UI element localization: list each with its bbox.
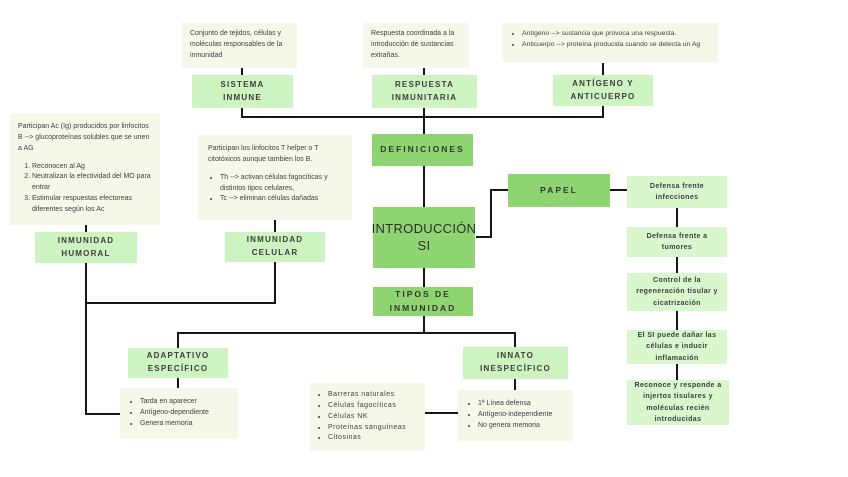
connector-line [490,189,508,191]
note-list: 1ª Línea defensa Antígeno-independiente … [466,399,565,432]
note-innato: 1ª Línea defensa Antígeno-independiente … [458,390,573,441]
connector-line [610,189,627,191]
connector-line [514,332,516,347]
note-list: Barreras naturales Células fagocíticas C… [316,390,419,444]
list-item: No genera memoria [478,421,565,432]
note-sistema-inmune: Conjunto de tejidos, células y moléculas… [182,23,297,68]
list-item: Th --> activan células fagocíticas y dis… [220,173,342,195]
note-inmunidad-celular: Participan los linfocitos T helper o T c… [198,135,352,220]
node-definiciones: DEFINICIONES [372,134,473,166]
note-list: Tarda en aparecer Antígeno-dependiente G… [128,397,230,430]
list-item: Proteínas sanguíneas [328,423,419,434]
node-sistema-inmune: SISTEMA INMUNE [192,75,293,108]
node-label: TIPOS DE INMUNIDAD [389,288,457,313]
connector-line [241,63,243,75]
node-label: INMUNIDAD HUMORAL [57,235,115,258]
connector-line [602,63,604,75]
list-item: Anticuerpo --> proteína producida cuando… [522,40,710,51]
note-list: Th --> activan células fagocíticas y dis… [208,173,342,206]
connector-line [274,262,276,304]
list-item: 1ª Línea defensa [478,399,565,410]
connector-line [274,220,276,232]
node-label: INNATO INESPECÍFICO [480,351,551,373]
note-innato-componentes: Barreras naturales Células fagocíticas C… [310,383,425,452]
node-adaptativo-especifico: ADAPTATIVO ESPECÍFICO [128,348,228,378]
connector-line [177,378,179,388]
note-text: Conjunto de tejidos, células y moléculas… [190,30,283,59]
note-adaptativo: Tarda en aparecer Antígeno-dependiente G… [120,388,238,439]
node-si-inflamacion: El SI puede dañar las células e inducir … [627,330,727,364]
node-label: DEFINICIONES [380,144,465,155]
connector-line [423,166,425,207]
node-defensa-tumores: Defensa frente a tumores [627,227,727,257]
connector-line [85,263,87,415]
note-text: Participan los linfocitos T helper o T c… [208,145,319,163]
connector-line [676,208,678,227]
connector-line [177,332,179,348]
list-item: Genera memoria [140,419,230,430]
node-inmunidad-humoral: INMUNIDAD HUMORAL [35,232,137,263]
node-respuesta-inmunitaria: RESPUESTA INMUNITARIA [372,75,477,108]
node-label: RESPUESTA INMUNITARIA [391,79,458,102]
node-label: El SI puede dañar las células e inducir … [637,332,717,362]
connector-line [85,413,120,415]
list-item: Estimular respuestas efectoreas diferent… [32,194,152,216]
connector-line [85,302,276,304]
node-label: Reconoce y responde a injertos tisulares… [634,382,722,423]
connector-line [425,412,458,414]
list-item: Barreras naturales [328,390,419,401]
node-antigeno-anticuerpo: ANTÍGENO Y ANTICUERPO [553,75,653,106]
connector-line [676,257,678,273]
connector-line [241,116,604,118]
list-item: Células fagocíticas [328,401,419,412]
node-label: Defensa frente a tumores [646,232,708,251]
note-inmunidad-humoral: Participan Ac (Ig) producidos por linfoc… [10,113,160,225]
connector-line [602,106,604,118]
node-label: SISTEMA INMUNE [220,79,265,102]
connector-line [85,221,87,232]
connector-line [423,268,425,287]
list-item: Tc --> eliminan células dañadas [220,194,342,205]
note-text: Participan Ac (Ig) producidos por linfoc… [18,123,150,152]
note-list: Reconocen al Ag Neutralizan la efectivid… [18,162,152,216]
connector-line [514,379,516,390]
note-list: Antígeno --> sustancia que provoca una r… [510,29,710,50]
node-inmunidad-celular: INMUNIDAD CELULAR [225,232,325,262]
connector-line [490,189,492,238]
connector-line [476,236,492,238]
node-papel: PAPEL [508,174,610,207]
note-respuesta-inmunitaria: Respuesta coordinada a la introducción d… [363,23,469,68]
list-item: Antígeno-dependiente [140,408,230,419]
note-antigeno-anticuerpo: Antígeno --> sustancia que provoca una r… [502,23,718,62]
node-tipos-de-inmunidad: TIPOS DE INMUNIDAD [373,287,473,316]
node-label: PAPEL [540,184,578,195]
list-item: Tarda en aparecer [140,397,230,408]
node-label: INTRODUCCIÓN SI [371,221,477,253]
node-label: Defensa frente infecciones [649,182,705,201]
list-item: Antígeno --> sustancia que provoca una r… [522,29,710,40]
list-item: Antígeno-independiente [478,410,565,421]
node-label: INMUNIDAD CELULAR [246,235,304,257]
connector-line [241,108,243,118]
connector-line [676,311,678,330]
connector-line [676,364,678,380]
node-reconoce-injertos: Reconoce y responde a injertos tisulares… [627,380,729,425]
node-label: ANTÍGENO Y ANTICUERPO [570,78,636,101]
list-item: Neutralizan la efectividad del MO para e… [32,172,152,194]
node-introduccion-si: INTRODUCCIÓN SI [371,207,477,268]
list-item: Reconocen al Ag [32,162,152,173]
node-innato-inespecifico: INNATO INESPECÍFICO [463,347,568,379]
connector-line [177,332,516,334]
list-item: Citosinas [328,433,419,444]
node-label: ADAPTATIVO ESPECÍFICO [146,351,210,373]
connector-line [423,108,425,135]
note-text: Respuesta coordinada a la introducción d… [371,30,455,59]
connector-line [423,316,425,334]
node-control-regeneracion: Control de la regeneración tisular y cic… [627,273,727,311]
node-defensa-infecciones: Defensa frente infecciones [627,176,727,208]
node-label: Control de la regeneración tisular y cic… [636,277,718,307]
list-item: Células NK [328,412,419,423]
